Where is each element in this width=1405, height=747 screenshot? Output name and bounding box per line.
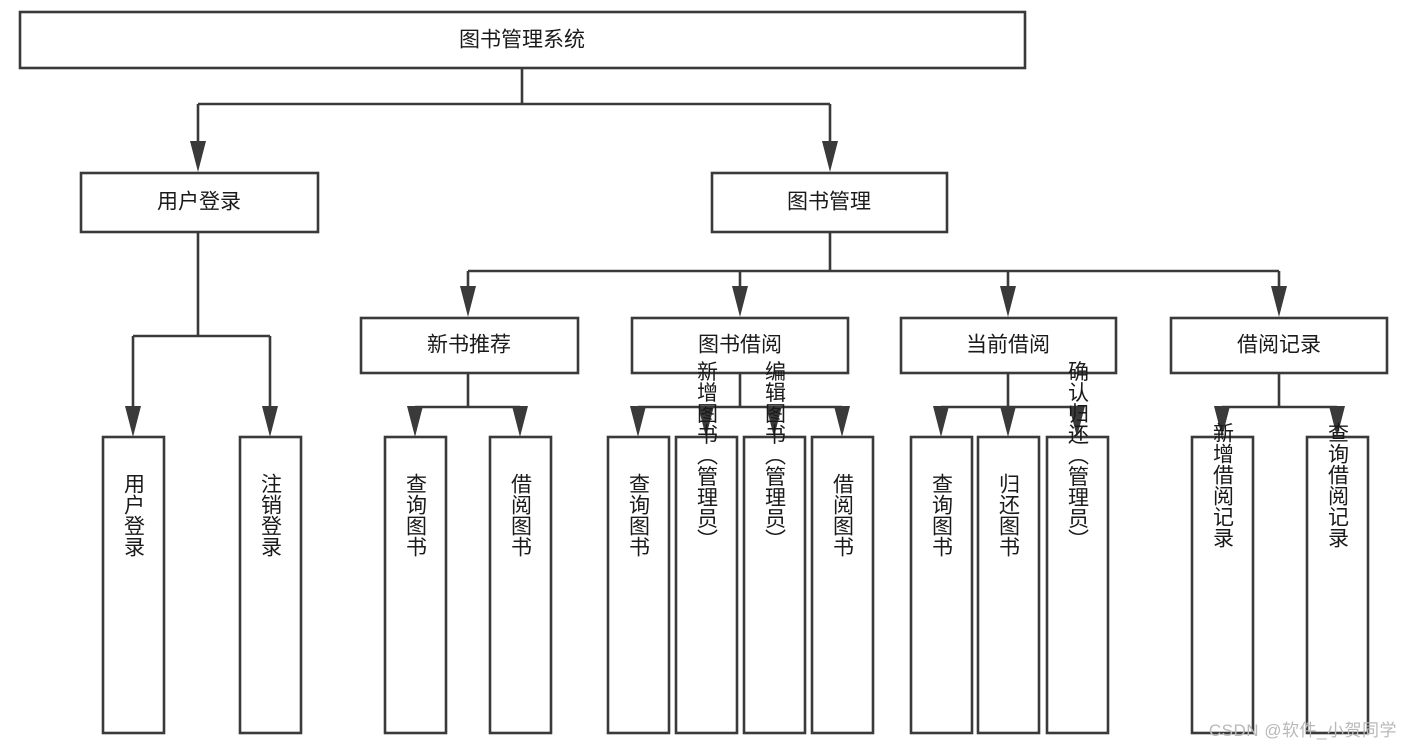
node-new-book-recommend-label: 新书推荐	[427, 334, 511, 357]
leaf-book-borrow-1[interactable]: 新增图书（管理员）	[674, 361, 739, 735]
leaf-user-login-1[interactable]: 注销登录	[238, 435, 303, 735]
leaf-book-borrow-3-label: 借阅图书	[831, 473, 855, 557]
connector-root-to-level1	[190, 68, 838, 172]
node-borrow-record-label: 借阅记录	[1237, 334, 1321, 357]
leaf-book-borrow-0-label: 查询图书	[627, 473, 651, 557]
connector-current-borrow-to-leaves	[933, 373, 1085, 437]
leaf-borrow-record-0[interactable]: 新增借阅记录	[1190, 422, 1255, 735]
leaf-borrow-record-1-label: 查询借阅记录	[1326, 422, 1350, 548]
connector-book-borrow-to-leaves	[630, 373, 850, 437]
leaf-new-book-0[interactable]: 查询图书	[383, 435, 448, 735]
node-user-login[interactable]: 用户登录	[79, 171, 320, 234]
leaf-borrow-record-1[interactable]: 查询借阅记录	[1305, 422, 1370, 735]
connector-book-mgmt-to-level2	[460, 232, 1287, 317]
node-root-label: 图书管理系统	[459, 29, 585, 52]
connector-new-book-to-leaves	[407, 373, 528, 437]
leaf-current-borrow-0-label: 查询图书	[930, 473, 954, 557]
node-book-borrow[interactable]: 图书借阅	[630, 316, 850, 375]
leaf-current-borrow-0[interactable]: 查询图书	[909, 435, 974, 735]
leaf-book-borrow-0[interactable]: 查询图书	[606, 435, 671, 735]
node-current-borrow-label: 当前借阅	[966, 334, 1050, 357]
connector-user-login-to-leaves	[125, 232, 278, 437]
leaf-current-borrow-2-label: 确认归还（管理员）	[1066, 361, 1090, 550]
leaf-book-borrow-2[interactable]: 编辑图书（管理员）	[742, 361, 807, 735]
leaf-current-borrow-2[interactable]: 确认归还（管理员）	[1045, 361, 1110, 735]
leaf-book-borrow-2-label: 编辑图书（管理员）	[763, 361, 787, 550]
leaf-current-borrow-1[interactable]: 归还图书	[976, 435, 1041, 735]
leaf-new-book-0-label: 查询图书	[404, 473, 428, 557]
node-new-book-recommend[interactable]: 新书推荐	[359, 316, 580, 375]
node-user-login-label: 用户登录	[157, 191, 241, 214]
leaf-user-login-0-label: 用户登录	[122, 473, 146, 557]
leaf-user-login-1-label: 注销登录	[259, 473, 283, 557]
leaf-user-login-0[interactable]: 用户登录	[101, 435, 166, 735]
node-book-management[interactable]: 图书管理	[710, 171, 949, 234]
node-current-borrow[interactable]: 当前借阅	[899, 316, 1118, 375]
node-book-borrow-label: 图书借阅	[698, 334, 782, 357]
leaf-current-borrow-1-label: 归还图书	[997, 473, 1021, 557]
node-book-management-label: 图书管理	[787, 191, 871, 214]
leaf-new-book-1[interactable]: 借阅图书	[488, 435, 553, 735]
node-root-system[interactable]: 图书管理系统	[18, 10, 1027, 70]
leaf-new-book-1-label: 借阅图书	[509, 473, 533, 557]
connector-borrow-record-to-leaves	[1214, 373, 1345, 437]
node-borrow-record[interactable]: 借阅记录	[1169, 316, 1389, 375]
leaf-book-borrow-3[interactable]: 借阅图书	[810, 435, 875, 735]
leaf-book-borrow-1-label: 新增图书（管理员）	[695, 361, 719, 550]
leaf-borrow-record-0-label: 新增借阅记录	[1211, 422, 1235, 548]
